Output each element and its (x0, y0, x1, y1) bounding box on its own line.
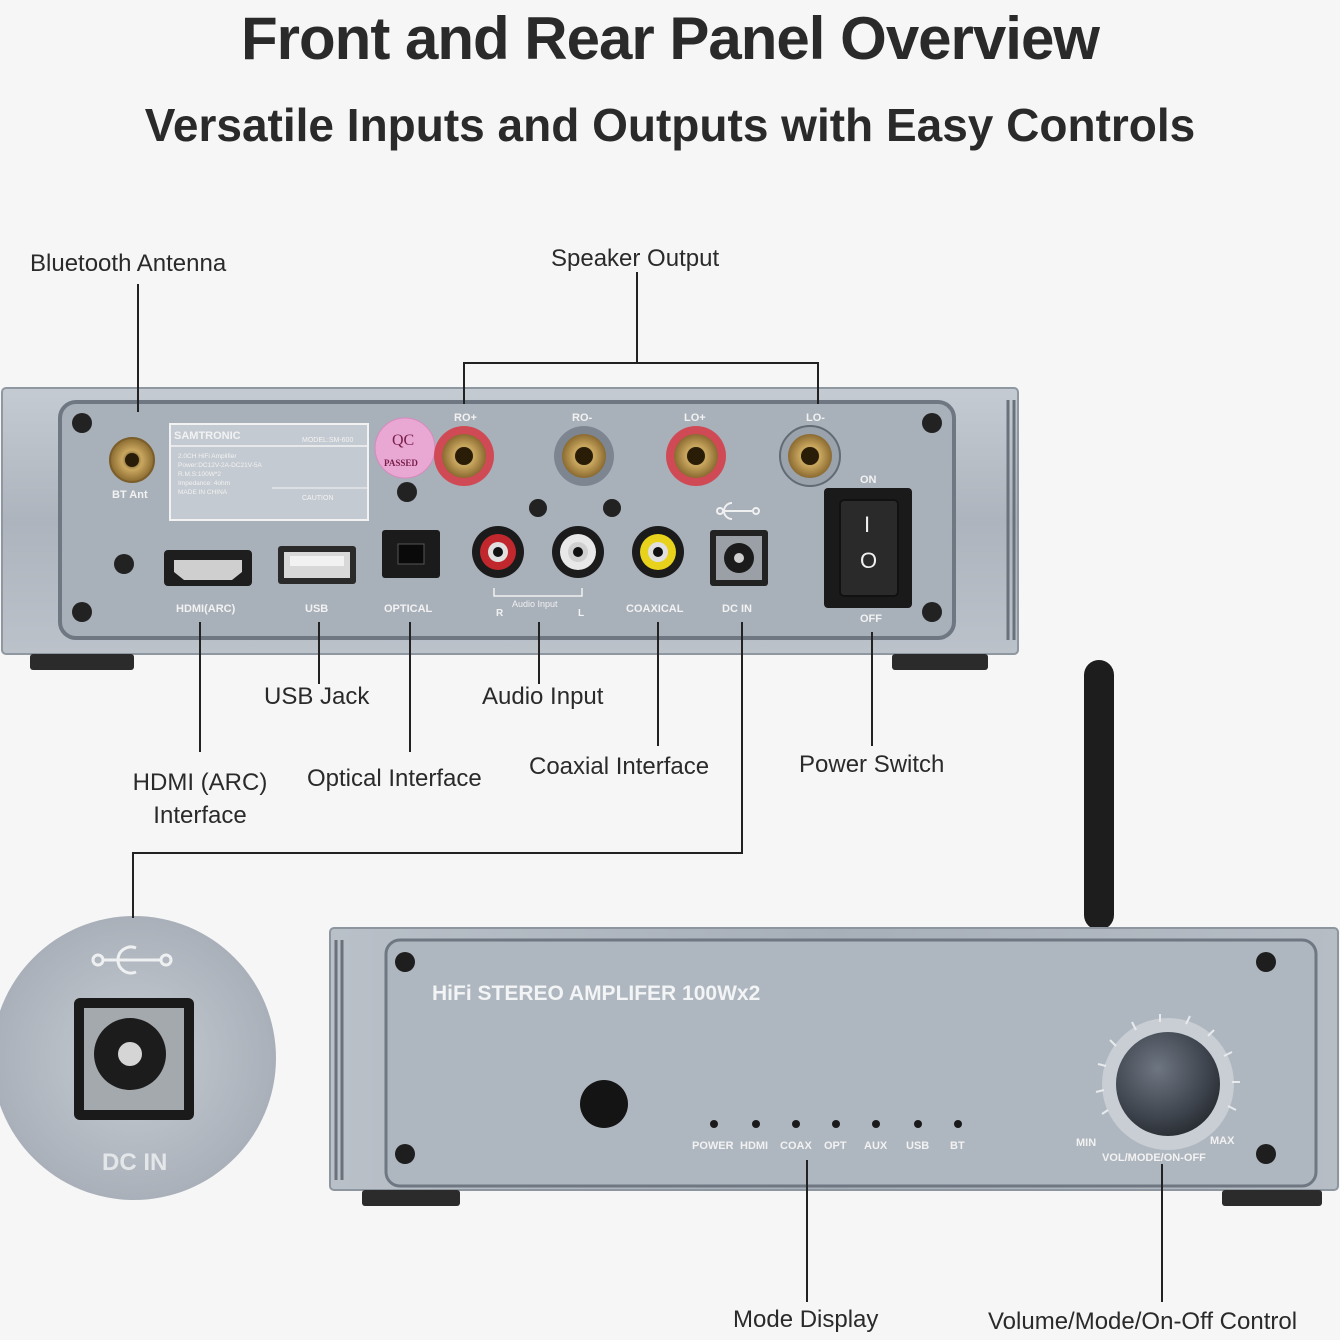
power-switch: I O (860, 512, 877, 573)
dcin-zoom: DC IN (0, 916, 276, 1200)
spec-line-5: MADE IN CHINA (178, 489, 228, 496)
rear-panel-labels: SAMTRONIC MODEL:SM-600 2.0CH HiFi Amplif… (112, 412, 882, 625)
max-label: MAX (1210, 1135, 1235, 1147)
front-panel (329, 660, 1339, 1206)
model-label: MODEL:SM-600 (302, 437, 353, 444)
l-label: L (578, 608, 584, 619)
usb-port-label: USB (305, 603, 328, 615)
brand-label: SAMTRONIC (174, 430, 241, 442)
page-title: Front and Rear Panel Overview (241, 5, 1100, 72)
ro-minus-label: RO- (572, 412, 593, 424)
spec-line-2: Power:DC12V-2A-DC21V-5A (178, 462, 262, 469)
speaker-output-line (636, 272, 638, 364)
indicator-coax: COAX (780, 1140, 812, 1152)
hdmi-callout: HDMI (ARC) Interface (118, 766, 282, 832)
r-label: R (496, 608, 504, 619)
spec-line-4: Impedance: 4ohm (178, 480, 230, 487)
indicator-bt: BT (950, 1140, 965, 1152)
ro-plus-label: RO+ (454, 412, 477, 424)
optical-interface-callout: Optical Interface (307, 765, 482, 792)
caution-label: CAUTION (302, 495, 334, 502)
svg-text:O: O (860, 548, 877, 573)
svg-text:QC: QC (392, 432, 414, 449)
usb-line (318, 622, 320, 684)
bt-ant-label: BT Ant (112, 489, 148, 501)
power-switch-line (871, 632, 873, 746)
coaxial-line (657, 622, 659, 746)
coaxial-interface-callout: Coaxial Interface (529, 753, 710, 780)
knob-label: VOL/MODE/ON-OFF (1102, 1152, 1206, 1164)
optical-line (409, 622, 411, 752)
speaker-output-callout: Speaker Output (551, 245, 720, 272)
dcin-port-label: DC IN (722, 603, 752, 615)
indicator-aux: AUX (864, 1140, 888, 1152)
indicator-opt: OPT (824, 1140, 847, 1152)
zoom-dcin-label: DC IN (102, 1149, 167, 1176)
power-switch-callout: Power Switch (799, 751, 945, 778)
hdmi-callout-line2: Interface (153, 802, 247, 829)
audio-input-port-label: Audio Input (512, 599, 558, 609)
usb-jack-callout: USB Jack (264, 683, 370, 710)
bt-antenna-line (137, 284, 139, 412)
indicator-usb: USB (906, 1140, 929, 1152)
coaxial-port-label: COAXICAL (626, 603, 684, 615)
indicator-hdmi: HDMI (740, 1140, 768, 1152)
mode-display-callout: Mode Display (733, 1306, 879, 1333)
page-subtitle: Versatile Inputs and Outputs with Easy C… (144, 99, 1196, 151)
rear-panel (1, 387, 1019, 670)
hdmi-port-label: HDMI(ARC) (176, 603, 236, 615)
dcin-line (741, 622, 743, 854)
lo-minus-label: LO- (806, 412, 825, 424)
hdmi-callout-line1: HDMI (ARC) (132, 769, 268, 796)
front-panel-title: HiFi STEREO AMPLIFER 100Wx2 (432, 982, 760, 1005)
min-label: MIN (1076, 1137, 1096, 1149)
off-label: OFF (860, 613, 882, 625)
on-label: ON (860, 474, 877, 486)
volume-control-line (1161, 1164, 1163, 1302)
lo-plus-label: LO+ (684, 412, 706, 424)
spec-line-1: 2.0CH HiFi Amplifier (178, 453, 237, 460)
indicator-power: POWER (692, 1140, 734, 1152)
qc-sticker: QC PASSED (384, 432, 418, 468)
svg-text:I: I (864, 512, 870, 537)
hdmi-line (199, 622, 201, 752)
audio-input-line (538, 622, 540, 684)
volume-control-callout: Volume/Mode/On-Off Control (988, 1308, 1298, 1335)
audio-input-callout: Audio Input (482, 683, 604, 710)
spec-line-3: R.M.S:100W*2 (178, 471, 221, 478)
front-panel-labels: HiFi STEREO AMPLIFER 100Wx2 POWER HDMI C… (432, 982, 1235, 1164)
mode-display-line (806, 1160, 808, 1302)
optical-port-label: OPTICAL (384, 603, 433, 615)
bluetooth-antenna-callout: Bluetooth Antenna (30, 250, 227, 277)
svg-text:PASSED: PASSED (384, 458, 418, 468)
speaker-output-bracket (463, 362, 819, 364)
